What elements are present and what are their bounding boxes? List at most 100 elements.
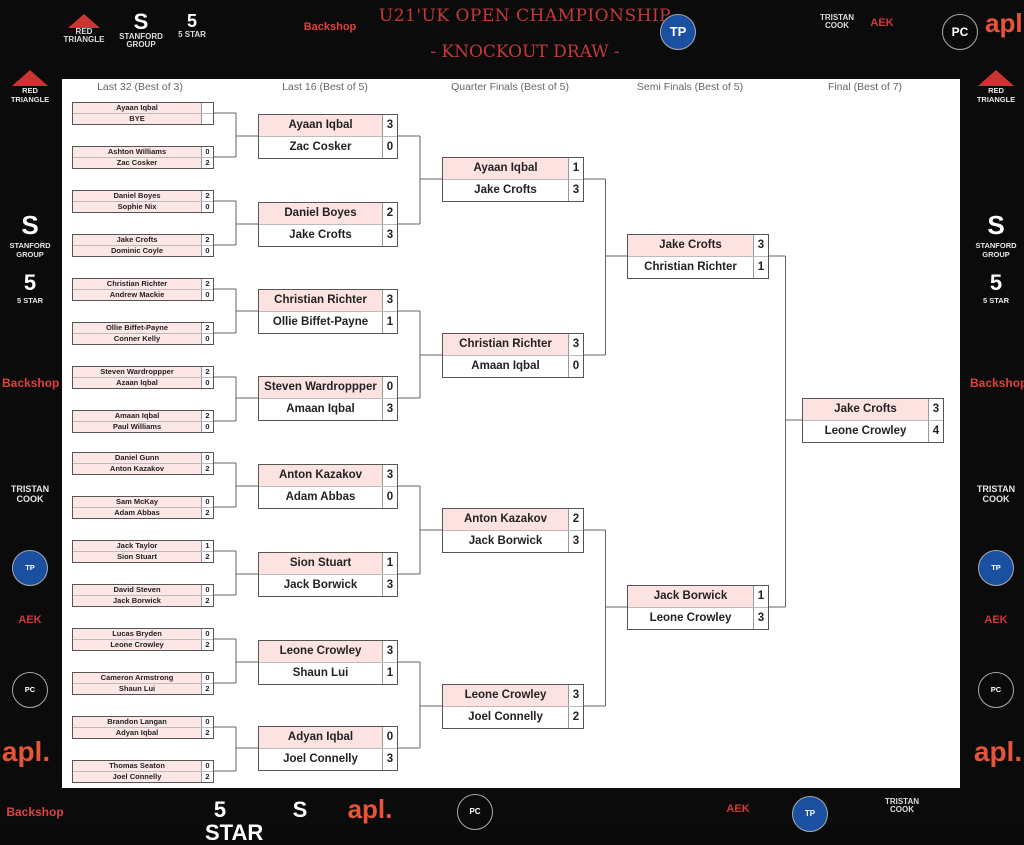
player-score: 3	[382, 575, 397, 596]
player-name: Adam Abbas	[73, 508, 201, 518]
aek-logo: AEK	[870, 17, 894, 29]
player-name: Daniel Boyes	[259, 203, 382, 224]
tp-logo: TP	[658, 14, 698, 50]
player-name: Jake Crofts	[628, 235, 753, 256]
player-score: 2	[201, 508, 213, 518]
pc-logo: PC	[940, 14, 980, 50]
round-header-quarter-finals: Quarter Finals (Best of 5)	[451, 81, 569, 93]
player-name: Joel Connelly	[283, 753, 358, 765]
player-score: 2	[382, 203, 397, 224]
player-name: Ashton Williams	[73, 147, 201, 157]
player-score: 3	[928, 399, 943, 420]
player-score: 3	[382, 465, 397, 486]
player-name: Jack Borwick	[283, 579, 358, 591]
red-triangle-logo: RED TRIANGLE	[58, 14, 110, 45]
player-name: Daniel Boyes	[73, 191, 201, 201]
player-name: Sion Stuart	[259, 553, 382, 574]
player-score: 0	[382, 727, 397, 748]
player-name: Steven Wardroppper	[259, 377, 382, 398]
player-score: 2	[201, 158, 213, 168]
player-score: 0	[201, 629, 213, 639]
player-name: Jack Borwick	[468, 535, 543, 547]
player-row: BYE	[73, 114, 213, 124]
player-score: 0	[201, 246, 213, 256]
player-name: Thomas Seaton	[73, 761, 201, 771]
player-score: 3	[382, 641, 397, 662]
player-score: 0	[201, 202, 213, 212]
player-name: Dominic Coyle	[73, 246, 201, 256]
player-score: 0	[201, 673, 213, 683]
player-name: Cameron Armstrong	[73, 673, 201, 683]
apl-logo: apl.	[985, 8, 1024, 38]
player-score: 2	[201, 684, 213, 694]
round-header-last16: Last 16 (Best of 5)	[282, 81, 368, 93]
player-score: 1	[201, 541, 213, 551]
player-name: Adam Abbas	[285, 491, 356, 503]
stanford-bottom-logo: S	[292, 797, 308, 822]
player-score: 3	[382, 115, 397, 136]
player-name: Leone Crowley	[824, 425, 907, 437]
player-score	[201, 114, 213, 124]
backshop-bottom-logo: Backshop	[6, 805, 64, 819]
player-name: Adyan Iqbal	[259, 727, 382, 748]
player-name: Joel Connelly	[468, 711, 543, 723]
player-name: Sam McKay	[73, 497, 201, 507]
player-row: Ayaan Iqbal	[73, 103, 213, 114]
player-name: Christian Richter	[259, 290, 382, 311]
aek-side-logo: AEK	[18, 614, 42, 626]
backshop-right-logo: Backshop	[970, 376, 1024, 390]
bracket-connectors	[214, 112, 802, 772]
player-name: Jack Taylor	[73, 541, 201, 551]
player-name: Shaun Lui	[73, 684, 201, 694]
player-name: Conner Kelly	[73, 334, 201, 344]
player-name: Jack Borwick	[73, 596, 201, 606]
aek-right-logo: AEK	[984, 614, 1008, 626]
player-name: Amaan Iqbal	[73, 411, 201, 421]
player-score: 1	[382, 553, 397, 574]
player-score: 0	[201, 717, 213, 727]
player-name: Zac Cosker	[289, 141, 352, 153]
player-score: 0	[201, 334, 213, 344]
player-score: 2	[201, 464, 213, 474]
player-name: Steven Wardroppper	[73, 367, 201, 377]
